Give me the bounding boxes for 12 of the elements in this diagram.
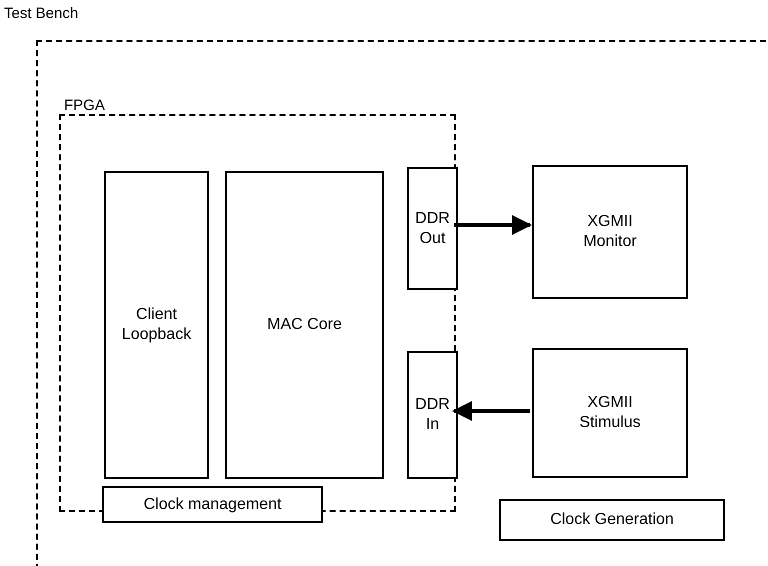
arrow [454,215,532,235]
region-label: FPGA [64,98,105,113]
block-box: MAC Core [225,171,384,479]
block-box: XGMII Stimulus [532,348,688,478]
block-box: DDR In [407,351,458,479]
block-box: Client Loopback [104,171,209,479]
block-box: XGMII Monitor [532,165,688,299]
region-label: Test Bench [4,6,78,21]
arrow [452,401,530,421]
block-box: DDR Out [407,167,458,290]
block-box: Clock management [102,486,323,523]
block-box: Clock Generation [499,499,725,541]
